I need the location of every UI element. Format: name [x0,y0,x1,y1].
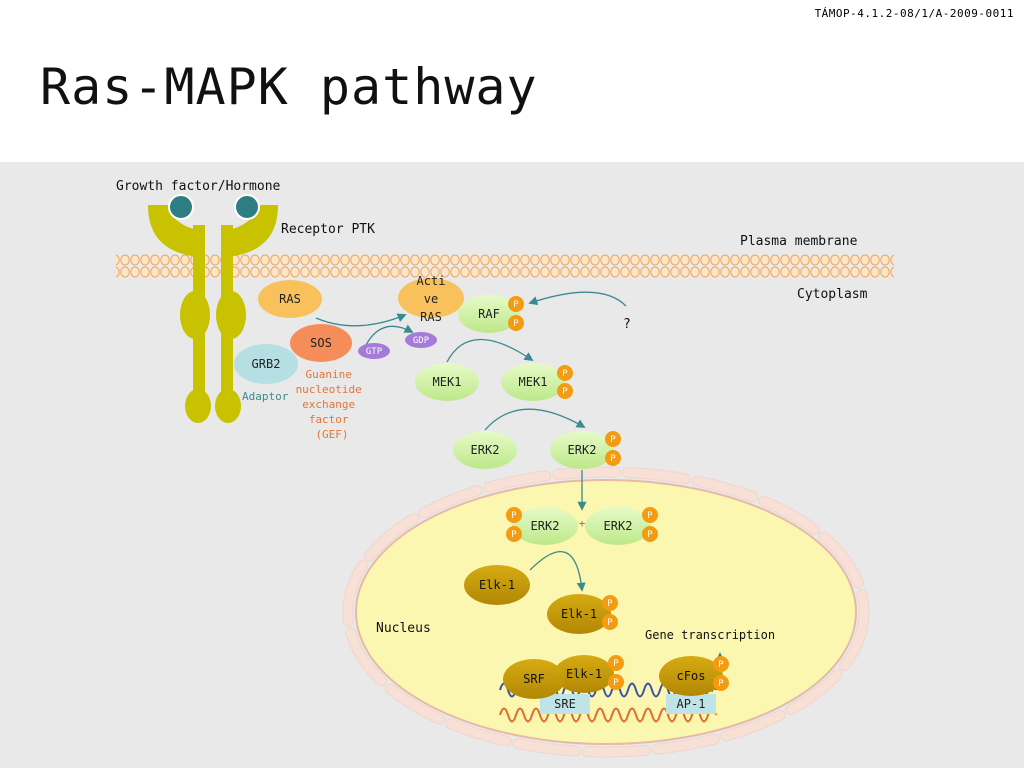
phospho-raf-2: P [508,315,524,331]
ligand-left [168,194,194,220]
adaptor-label: Adaptor [242,390,289,403]
svg-text:P: P [613,659,619,669]
svg-text:RAF: RAF [478,307,500,321]
svg-text:ERK2: ERK2 [531,519,560,533]
svg-text:P: P [610,454,616,464]
elk1-phospho-protein: Elk-1 [547,594,611,634]
svg-text:ERK2: ERK2 [604,519,633,533]
plasma-membrane-label: Plasma membrane [740,234,858,249]
erk2-protein: ERK2 [453,431,517,469]
question-label: ? [623,317,631,332]
active-ras-protein: Acti ve RAS [398,274,464,324]
ras-protein: RAS [258,280,322,318]
svg-text:ve: ve [424,292,438,306]
phospho-erk2-1: P [605,431,621,447]
cytoplasm-label: Cytoplasm [797,287,868,302]
svg-text:MEK1: MEK1 [519,375,548,389]
nucleus-label: Nucleus [376,621,431,636]
phospho-cfos-1: P [713,656,729,672]
svg-text:P: P [718,660,724,670]
mek1-protein: MEK1 [415,363,479,401]
receptor-ptk [148,205,278,423]
erk2-nuclear-b: ERK2 [585,507,651,545]
phospho-erk2a-1: P [506,507,522,523]
phospho-mek1-1: P [557,365,573,381]
svg-text:GDP: GDP [413,336,430,346]
slide-title: Ras-MAPK pathway [40,58,538,116]
svg-text:P: P [647,511,653,521]
svg-text:P: P [607,618,613,628]
raf-protein: RAF [458,295,520,333]
gef-label: Guanine nucleotide exchange factor (GEF) [296,368,369,441]
ap1-label: AP-1 [677,697,706,711]
svg-text:SRF: SRF [523,672,545,686]
sre-label: SRE [554,697,576,711]
svg-text:P: P [511,530,517,540]
phospho-elk1-2: P [602,614,618,630]
elk1-protein: Elk-1 [464,565,530,605]
phospho-raf-1: P [508,296,524,312]
svg-text:P: P [647,530,653,540]
svg-text:P: P [562,387,568,397]
svg-text:+: + [579,517,586,530]
svg-text:ERK2: ERK2 [471,443,500,457]
svg-text:P: P [610,435,616,445]
gdp-badge: GDP [405,332,437,348]
grb2-protein: GRB2 [234,344,298,384]
arrows [315,291,725,693]
svg-text:SOS: SOS [310,336,332,350]
svg-text:RAS: RAS [279,292,301,306]
svg-text:Elk-1: Elk-1 [479,578,515,592]
srf-protein: SRF [503,659,565,699]
plasma-membrane-bilayer [116,254,894,278]
phosphate-groups: P P P P P P P P P P P P P P P P [506,296,729,691]
svg-text:GRB2: GRB2 [252,357,281,371]
svg-text:P: P [562,369,568,379]
receptor-label: Receptor PTK [281,222,375,237]
svg-text:P: P [613,678,619,688]
svg-text:GTP: GTP [366,347,383,357]
svg-text:RAS: RAS [420,310,442,324]
phospho-cfos-2: P [713,675,729,691]
svg-text:Acti: Acti [417,274,446,288]
elk1-dna-bound: Elk-1 [554,655,614,693]
gene-transcription-label: Gene transcription [645,628,775,642]
svg-text:Elk-1: Elk-1 [566,667,602,681]
growth-factor-label: Growth factor/Hormone [116,179,281,194]
erk2-nuclear-a: ERK2 [512,507,578,545]
svg-text:P: P [607,599,613,609]
phospho-erk2b-1: P [642,507,658,523]
gtp-badge: GTP [358,343,390,359]
mek1-phospho-protein: MEK1 [501,363,565,401]
svg-text:P: P [513,300,519,310]
svg-text:cFos: cFos [677,669,706,683]
erk2-phospho-protein: ERK2 [550,431,614,469]
phospho-elk1-1: P [602,595,618,611]
phospho-erk2a-2: P [506,526,522,542]
svg-text:P: P [513,319,519,329]
svg-text:ERK2: ERK2 [568,443,597,457]
project-code: TÁMOP-4.1.2-08/1/A-2009-0011 [814,7,1014,20]
svg-text:Elk-1: Elk-1 [561,607,597,621]
phospho-elk1dna-1: P [608,655,624,671]
cfos-protein: cFos [659,656,723,696]
svg-text:MEK1: MEK1 [433,375,462,389]
phospho-erk2-2: P [605,450,621,466]
sos-protein: SOS [290,324,352,362]
phospho-elk1dna-2: P [608,674,624,690]
ligand-right [234,194,260,220]
phospho-erk2b-2: P [642,526,658,542]
svg-text:P: P [718,679,724,689]
phospho-mek1-2: P [557,383,573,399]
svg-text:P: P [511,511,517,521]
